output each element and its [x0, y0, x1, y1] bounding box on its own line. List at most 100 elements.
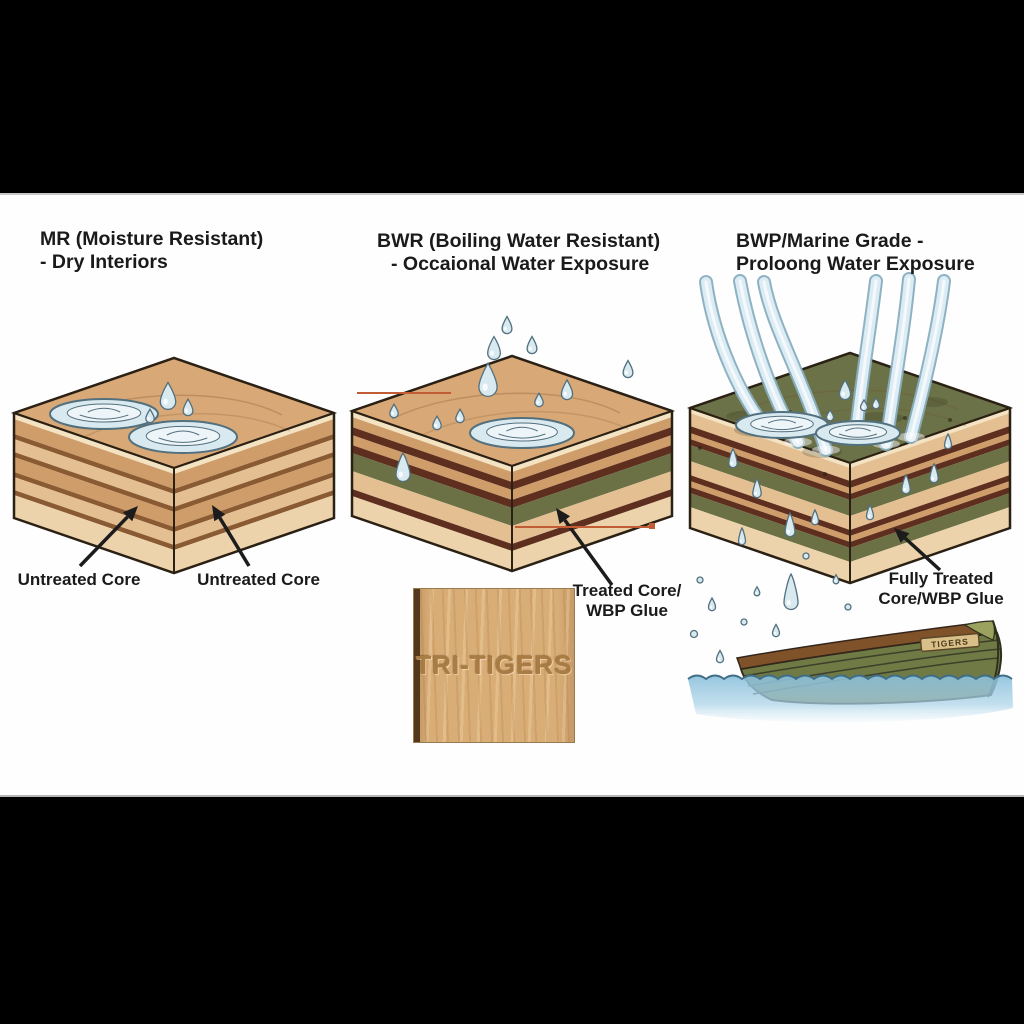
label-fully-treated: Fully Treated Core/WBP Glue: [866, 569, 1016, 609]
art-shape: [753, 585, 761, 597]
ply-layer: [690, 461, 850, 530]
wood-grain: [391, 392, 621, 420]
drip: [689, 629, 699, 639]
speck: [698, 446, 702, 450]
art-shape: [845, 427, 871, 432]
ply-layer: [512, 411, 672, 472]
ply-layer: [690, 426, 850, 488]
art-shape: [79, 414, 129, 420]
ply-layer: [512, 435, 672, 500]
ply-layer: [690, 507, 850, 583]
drop-highlight: [812, 519, 815, 523]
speck: [948, 418, 952, 422]
water-drop: [389, 402, 399, 419]
ply-layer: [690, 481, 850, 542]
drop-highlight: [834, 579, 836, 583]
leader-line-endpoint: [649, 523, 655, 529]
block-edges: [13, 412, 335, 573]
drop-highlight: [755, 591, 757, 595]
water-drop: [753, 585, 761, 597]
water-drop: [825, 408, 835, 422]
ply-layer: [352, 496, 512, 571]
art-shape: [158, 437, 208, 443]
drop-highlight: [163, 398, 168, 405]
art-shape: [771, 623, 781, 638]
label-untreated-core-right: Untreated Core: [197, 570, 320, 589]
water-puddle: [128, 420, 238, 454]
block-outline: [688, 351, 1012, 585]
title-mr-line2: - Dry Interiors: [40, 251, 168, 273]
ply-layer: [14, 495, 174, 573]
ply-layer: [512, 453, 672, 526]
drop-highlight: [773, 631, 776, 635]
water-drop: [752, 477, 762, 499]
ply-layer: [512, 427, 672, 490]
art-shape: [919, 632, 980, 653]
art-shape: [218, 516, 251, 567]
ply-layer: [174, 434, 334, 494]
art-shape: [761, 425, 803, 431]
label-treated-core: Treated Core/ WBP Glue: [562, 581, 692, 621]
ply-layer: [690, 413, 850, 481]
ply-layer: [14, 419, 174, 489]
ply-layer: [850, 439, 1010, 500]
ply-layer: [850, 408, 1010, 468]
drip: [740, 618, 748, 626]
drop-highlight: [490, 350, 494, 356]
ply-layer: [850, 507, 1010, 583]
ply-layer: [690, 487, 850, 548]
title-bwp-line1: BWP/Marine Grade -: [736, 230, 924, 252]
art-shape: [145, 425, 221, 447]
ply-layer: [850, 433, 1010, 494]
drop-highlight: [841, 391, 845, 397]
water-drop: [159, 381, 177, 411]
ply-layer: [174, 419, 334, 489]
pointer-arrow: [556, 508, 614, 587]
drip: [844, 603, 852, 611]
water-drop: [901, 473, 911, 495]
art-shape: [838, 433, 878, 438]
drop-highlight: [873, 403, 876, 407]
ply-layer: [352, 417, 512, 482]
title-mr: MR (Moisture Resistant) - Dry Interiors: [40, 228, 263, 274]
ply-layer: [174, 452, 334, 512]
boat-name-plate: TIGERS: [919, 632, 980, 653]
drop-highlight: [730, 461, 733, 466]
art-shape: [903, 536, 942, 572]
ply-layer: [850, 475, 1010, 536]
drop-highlight: [624, 370, 628, 375]
art-shape: [66, 403, 142, 423]
pointer-arrow: [212, 505, 251, 567]
ply-layer: [850, 493, 1010, 562]
art-shape: [783, 572, 799, 611]
art-shape: [707, 596, 717, 612]
label-fully-treated-line2: Core/WBP Glue: [878, 589, 1004, 608]
water-drop: [859, 398, 869, 412]
water-drop: [943, 432, 953, 450]
drop-highlight: [434, 423, 437, 428]
plywood-sample-swatch: TRI-TIGERS: [413, 588, 575, 743]
art-shape: [486, 422, 558, 442]
water-drop: [832, 573, 840, 585]
drop-highlight: [536, 400, 539, 405]
art-shape: [487, 335, 501, 361]
label-treated-core-line2: WBP Glue: [586, 601, 668, 620]
art-shape: [556, 508, 571, 524]
ply-layer: [352, 489, 512, 551]
ply-layer: [690, 475, 850, 536]
block-outline: [350, 354, 674, 573]
water-drop: [560, 378, 574, 401]
art-shape: [78, 515, 129, 568]
block-edges: [351, 410, 673, 571]
ply-layer: [174, 413, 334, 474]
label-untreated-core-left: Untreated Core: [17, 570, 141, 589]
drop-highlight: [147, 416, 150, 421]
water-drop: [395, 451, 411, 483]
drop-highlight: [827, 415, 830, 419]
water-puddle: [469, 417, 575, 449]
water-drop: [783, 572, 799, 611]
water-drop: [622, 359, 634, 379]
brand-text: TRI-TIGERS: [415, 650, 573, 680]
